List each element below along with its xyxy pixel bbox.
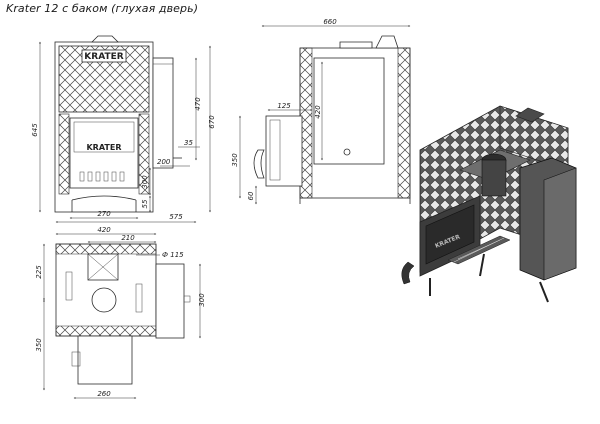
front-brand-text: KRATER: [84, 52, 123, 62]
front-view: KRATER KRATER 645 670 470 35 200: [31, 35, 216, 219]
dim-plan-300: 300: [198, 293, 206, 307]
plan-slot-right: [135, 283, 143, 313]
side-chimney-cap: [375, 35, 399, 49]
dim-front-645: 645: [31, 123, 39, 137]
front-door-brand: KRATER: [86, 143, 121, 152]
dim-front-300: 300: [141, 175, 149, 189]
dim-side-60: 60: [247, 191, 255, 200]
dim-front-270: 270: [97, 210, 111, 218]
front-door-panel: [73, 121, 135, 153]
side-view: 660 125 420 350 60: [231, 18, 411, 205]
dim-side-420: 420: [314, 105, 322, 119]
dim-side-660: 660: [323, 18, 337, 26]
dim-front-670: 670: [208, 115, 216, 129]
front-brand-plate: [81, 49, 127, 63]
side-water-tank: [313, 57, 385, 165]
front-chimney-cap: [91, 35, 119, 43]
front-lattice-right: [138, 113, 150, 195]
dim-plan-225: 225: [35, 265, 43, 279]
front-legs: [71, 195, 137, 212]
front-ash-slots: [79, 171, 125, 182]
front-water-tank: [152, 57, 174, 169]
dim-front-55: 55: [141, 199, 149, 208]
side-lattice-right: [397, 47, 411, 199]
iso-flue: [481, 159, 507, 197]
dim-plan-phi115: Ф 115: [162, 251, 184, 259]
isometric-view: KRATER: [401, 105, 577, 303]
plan-water-tank: [155, 263, 185, 339]
side-tank-tap: [343, 148, 351, 156]
side-door-handle: [253, 149, 265, 179]
dim-side-125: 125: [277, 102, 291, 110]
plan-firebox-tunnel: [77, 335, 133, 385]
dim-plan-420: 420: [97, 226, 111, 234]
plan-flue-circle: [91, 287, 117, 313]
iso-firebox-door: [425, 204, 475, 265]
iso-chimney-cap: [515, 107, 545, 123]
plan-slot-left: [65, 271, 73, 301]
iso-grate: [447, 235, 511, 265]
drawing-title: Krater 12 с баком (глухая дверь): [6, 2, 199, 15]
dim-front-35: 35: [184, 139, 193, 147]
dim-plan-350: 350: [35, 338, 43, 352]
dim-side-350: 350: [231, 153, 239, 167]
dim-front-470: 470: [194, 97, 202, 111]
dim-front-200: 200: [157, 158, 171, 166]
dim-plan-260: 260: [97, 390, 111, 398]
plan-view: 575 420 210 Ф 115 225 300 350 260: [35, 213, 206, 399]
iso-handle: [401, 261, 415, 285]
side-firebox-tunnel: [265, 115, 303, 187]
dim-plan-210: 210: [121, 234, 135, 242]
side-chimney: [339, 41, 373, 49]
front-lattice-left: [58, 113, 70, 195]
dim-plan-575: 575: [169, 213, 183, 221]
